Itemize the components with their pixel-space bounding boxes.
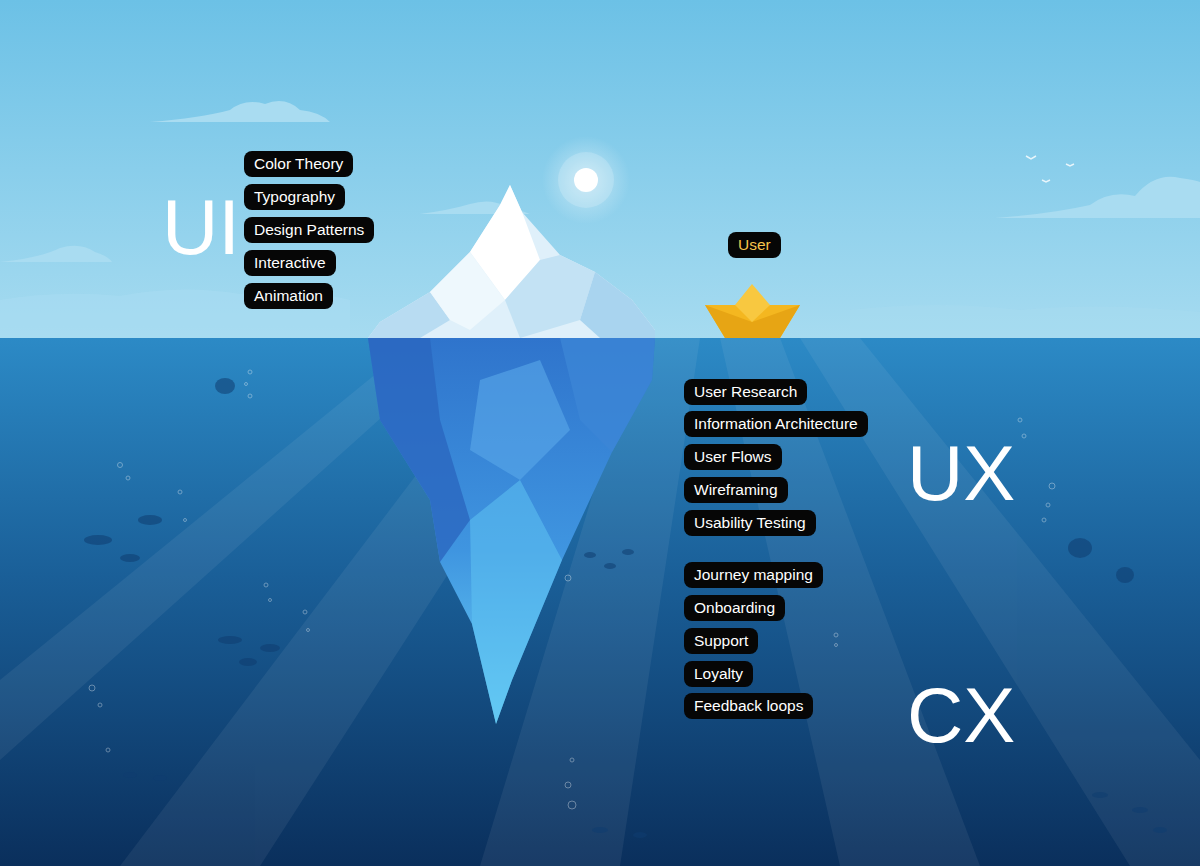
- tag-pill: Color Theory: [244, 151, 353, 177]
- pill-text: Color Theory: [254, 151, 343, 177]
- tag-pill: Support: [684, 628, 758, 654]
- tag-pill: Animation: [244, 283, 333, 309]
- pill-text: User: [738, 232, 771, 258]
- pill-text: Journey mapping: [694, 562, 813, 588]
- sea-creatures: [84, 378, 1167, 838]
- layer-label: UX: [907, 434, 1015, 512]
- tag-pill: Onboarding: [684, 595, 785, 621]
- pill-text: User Research: [694, 379, 797, 405]
- layer-label: UI: [162, 188, 240, 266]
- clouds: [0, 101, 1200, 338]
- pill-text: Support: [694, 628, 748, 654]
- tag-pill: Feedback loops: [684, 693, 813, 719]
- pill-text: Usability Testing: [694, 510, 806, 536]
- pill-text: Design Patterns: [254, 217, 364, 243]
- pill-text: Onboarding: [694, 595, 775, 621]
- tag-pill: Information Architecture: [684, 411, 868, 437]
- tag-pill: Typography: [244, 184, 345, 210]
- bubbles: [89, 370, 1055, 809]
- tag-pill: Usability Testing: [684, 510, 816, 536]
- iceberg-top: [368, 185, 655, 338]
- tag-pill: Loyalty: [684, 661, 753, 687]
- light-rays: [0, 338, 1200, 866]
- pill-text: Interactive: [254, 250, 326, 276]
- pill-text: Information Architecture: [694, 411, 858, 437]
- sun-glow: [542, 136, 630, 224]
- tag-pill: User Flows: [684, 444, 782, 470]
- paper-boat: [705, 284, 800, 338]
- pill-text: Loyalty: [694, 661, 743, 687]
- sky: [0, 0, 1200, 338]
- pill-text: Animation: [254, 283, 323, 309]
- sun: [574, 168, 598, 192]
- tag-pill: User: [728, 232, 781, 258]
- pill-text: Wireframing: [694, 477, 778, 503]
- iceberg-underwater: [368, 338, 655, 724]
- pill-text: Feedback loops: [694, 693, 803, 719]
- pill-text: User Flows: [694, 444, 772, 470]
- tag-pill: Wireframing: [684, 477, 788, 503]
- birds: [1026, 156, 1074, 182]
- sun-halo: [558, 152, 614, 208]
- layer-label: CX: [907, 676, 1015, 754]
- pill-text: Typography: [254, 184, 335, 210]
- tag-pill: Design Patterns: [244, 217, 374, 243]
- tag-pill: Interactive: [244, 250, 336, 276]
- sea: [0, 338, 1200, 866]
- tag-pill: Journey mapping: [684, 562, 823, 588]
- tag-pill: User Research: [684, 379, 807, 405]
